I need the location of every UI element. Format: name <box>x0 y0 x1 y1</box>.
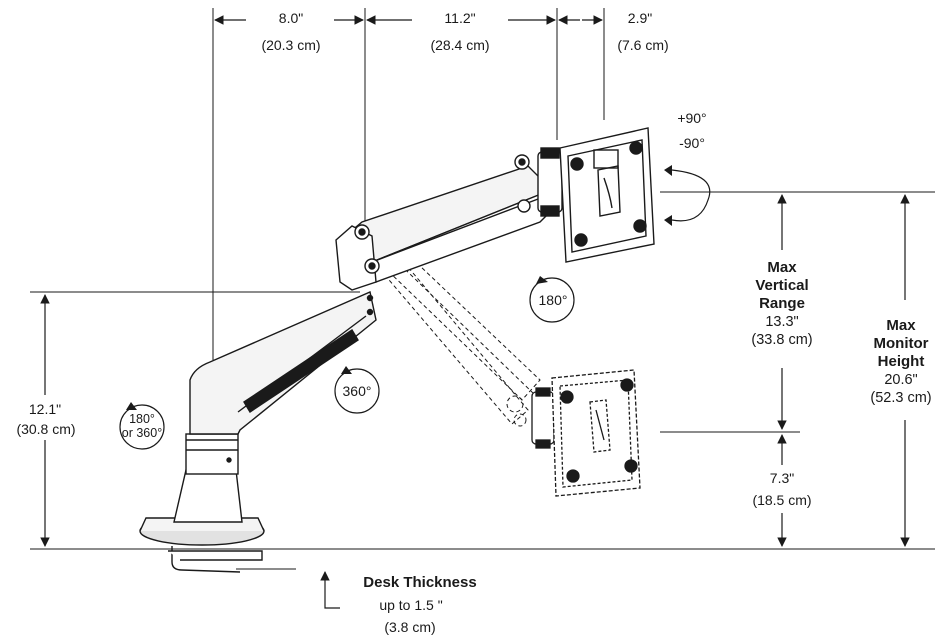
max-vertical-range-line1: Max <box>767 259 797 276</box>
vertical-dimension-arrows <box>40 194 910 609</box>
desk-thickness-metric: (3.8 cm) <box>384 619 436 635</box>
left-height-imperial: 12.1" <box>28 401 62 417</box>
max-monitor-height-block: Max Monitor Height 20.6" (52.3 cm) <box>856 317 946 407</box>
upper-arm <box>335 154 553 291</box>
head-swivel-label: 180° <box>538 292 568 308</box>
max-vertical-range-metric: (33.8 cm) <box>751 332 813 348</box>
reach-base-imperial: 8.0" <box>278 10 304 26</box>
desk-thickness-title: Desk Thickness <box>363 574 477 591</box>
rotation-indicators <box>119 165 711 450</box>
tilt-down-label: -90° <box>679 135 705 151</box>
max-vertical-range-line2: Vertical <box>755 277 809 294</box>
lower-monitor-head <box>531 369 641 497</box>
head-offset-imperial: 2.9" <box>627 10 653 26</box>
extension-lines <box>30 8 935 570</box>
max-monitor-height-line1: Max <box>886 317 916 334</box>
base-swivel-label-2: or 360° <box>121 426 163 440</box>
max-monitor-height-metric: (52.3 cm) <box>870 390 932 406</box>
head-offset-metric: (7.6 cm) <box>617 37 669 53</box>
reach-arm-metric: (28.4 cm) <box>430 37 490 53</box>
reach-base-metric: (20.3 cm) <box>261 37 321 53</box>
tilt-up-label: +90° <box>677 110 707 126</box>
base-swivel-label-1: 180° <box>129 412 155 426</box>
max-vertical-range-line3: Range <box>759 295 805 312</box>
max-monitor-height-line2: Monitor <box>873 335 929 352</box>
desk-thickness-range: up to 1.5 " <box>379 597 443 613</box>
left-height-metric: (30.8 cm) <box>16 421 76 437</box>
max-monitor-height-line3: Height <box>877 353 925 370</box>
reach-arm-imperial: 11.2" <box>444 10 476 26</box>
base-and-post <box>139 291 377 573</box>
lowest-height-metric: (18.5 cm) <box>752 492 812 508</box>
max-vertical-range-block: Max Vertical Range 13.3" (33.8 cm) <box>728 259 836 349</box>
arm-swivel-label: 360° <box>342 383 372 399</box>
lowest-height-imperial: 7.3" <box>769 470 795 486</box>
max-monitor-height-imperial: 20.6" <box>884 372 918 388</box>
upper-monitor-head <box>537 127 655 263</box>
max-vertical-range-imperial: 13.3" <box>765 314 799 330</box>
